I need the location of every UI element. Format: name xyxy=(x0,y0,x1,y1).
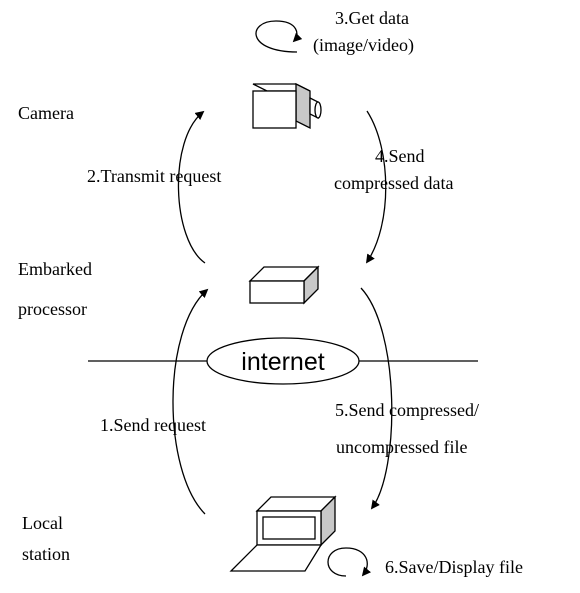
step3-label-line1: 3.Get data xyxy=(335,8,409,28)
step2-arrow xyxy=(177,110,206,264)
step1-label: 1.Send request xyxy=(100,415,206,435)
internet-label: internet xyxy=(241,348,324,376)
embarked-processor-label-line2: processor xyxy=(18,299,87,319)
embarked-processor-label-line1: Embarked xyxy=(18,259,92,279)
local-station-label-line1: Local xyxy=(22,513,63,533)
local-station-label-line2: station xyxy=(22,544,70,564)
step3-label-line2: (image/video) xyxy=(313,35,414,56)
step4-label-line1: 4.Send xyxy=(375,146,425,166)
camera-icon xyxy=(252,82,322,130)
internet-ellipse xyxy=(206,337,360,385)
step2-label: 2.Transmit request xyxy=(87,166,221,186)
step5-arrow xyxy=(360,287,393,510)
step4-label-line2: compressed data xyxy=(334,173,453,193)
step1-arrow xyxy=(172,288,209,515)
step6-label: 6.Save/Display file xyxy=(385,557,523,577)
processor-icon xyxy=(248,265,320,305)
step4-arrow xyxy=(365,110,387,264)
computer-icon xyxy=(229,495,337,572)
step6-loop-arrow xyxy=(327,547,372,577)
step5-label-line1: 5.Send compressed/ xyxy=(335,400,479,420)
camera-label: Camera xyxy=(18,103,74,123)
step5-label-line2: uncompressed file xyxy=(336,437,467,457)
step3-loop-arrow xyxy=(255,20,303,53)
internet-network: internet xyxy=(88,337,478,385)
